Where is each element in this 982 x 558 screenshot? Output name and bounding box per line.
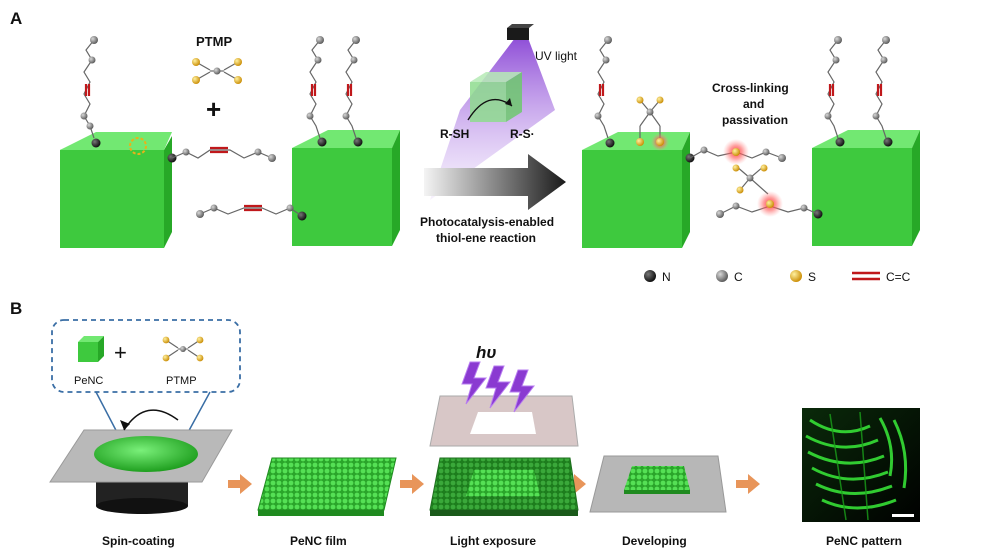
step-label-penc-film: PeNC film [290, 534, 347, 548]
reaction-caption-line1: Photocatalysis-enabled [420, 215, 554, 229]
ligand-chain-horizontal [171, 146, 303, 218]
panel-a-label: A [10, 9, 22, 28]
nanocrystal-cube-2 [292, 130, 400, 246]
inset-penc-label: PeNC [74, 375, 103, 387]
step-arrow [228, 474, 252, 494]
legend-nitrogen-swatch [644, 270, 656, 282]
penc-cube-icon [78, 336, 104, 362]
panel-b-label: B [10, 299, 22, 318]
uv-lightning-icons [461, 361, 536, 413]
ptmp-molecule: PTMP [192, 34, 242, 84]
uv-light-label: UV light [535, 49, 578, 63]
legend-carbon-label: C [734, 270, 743, 284]
spin-coater [49, 409, 233, 514]
legend-sulfur-swatch [790, 270, 802, 282]
nanocrystal-cube-1 [60, 132, 172, 248]
crosslink-caption-line3: passivation [722, 113, 788, 127]
spin-arrow [123, 409, 179, 431]
legend-nitrogen-label: N [662, 270, 671, 284]
surface-vacancy [129, 137, 147, 155]
crosslink-chains [689, 139, 819, 218]
precursor-droplet [94, 436, 198, 472]
inset-ptmp-molecule [162, 336, 204, 362]
plus-sign: + [206, 94, 221, 124]
nanocrystal-cube-3 [582, 132, 690, 248]
photon-energy-label: hυ [476, 343, 496, 362]
step-label-spin-coating: Spin-coating [102, 534, 175, 548]
precursor-inset: + PeNC PTMP [51, 319, 241, 393]
developed-substrate [589, 455, 727, 513]
step-arrow [736, 474, 760, 494]
crosslink-caption-line2: and [743, 97, 764, 111]
nanocrystal-cube-4 [812, 130, 920, 246]
ptmp-label: PTMP [196, 34, 232, 49]
legend-sulfur-label: S [808, 270, 816, 284]
inset-leader-line [185, 391, 211, 437]
step-label-penc-pattern: PeNC pattern [826, 534, 902, 548]
step-arrow [400, 474, 424, 494]
ligand-chain [309, 39, 887, 139]
step-label-light-exposure: Light exposure [450, 534, 536, 548]
crosslinked-ptmp [636, 96, 669, 151]
crosslink-caption-line1: Cross-linking [712, 81, 789, 95]
inset-plus: + [114, 340, 127, 365]
legend-carbon-swatch [716, 270, 728, 282]
photomask [429, 395, 579, 447]
legend: N C S C=C [644, 270, 911, 284]
carbon-atoms [80, 36, 890, 130]
rs-radical-label: R-S· [510, 127, 535, 141]
exposed-film [429, 457, 579, 516]
photocatalyst-cube [470, 72, 522, 122]
reaction-arrow [424, 154, 566, 210]
penc-film [257, 457, 397, 516]
step-label-developing: Developing [622, 534, 687, 548]
inset-ptmp-label: PTMP [166, 375, 197, 387]
legend-double-bond-label: C=C [886, 270, 911, 284]
scale-bar [892, 514, 914, 517]
penc-pattern-image [802, 408, 920, 522]
rsh-label: R-SH [440, 127, 469, 141]
reaction-caption-line2: thiol-ene reaction [436, 231, 536, 245]
double-bond-marker [84, 84, 883, 96]
